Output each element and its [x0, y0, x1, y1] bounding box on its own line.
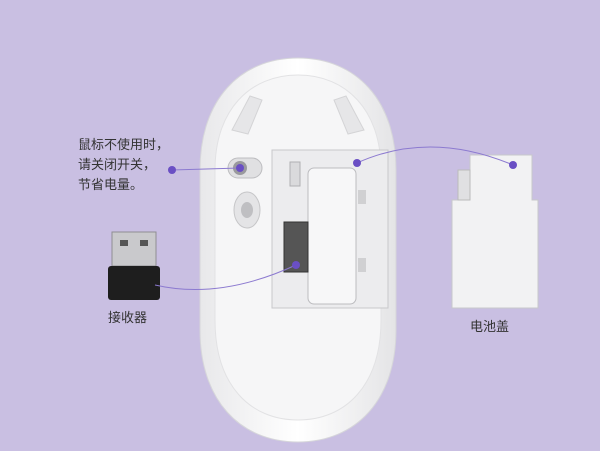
battery-compartment	[271, 149, 389, 309]
switch-note-line: 节省电量。	[78, 178, 144, 193]
switch-note-line: 请关闭开关，	[78, 158, 157, 173]
switch-note: 鼠标不使用时， 请关闭开关， 节省电量。	[78, 136, 169, 196]
leader-lines	[154, 146, 514, 290]
switch-note-line: 鼠标不使用时，	[78, 138, 170, 153]
receiver-label: 接收器	[108, 311, 148, 326]
usb-receiver	[108, 231, 160, 300]
annotation-dots	[168, 159, 517, 269]
battery-cover-label: 电池盖	[470, 320, 510, 335]
battery-cover	[451, 154, 539, 309]
optical-sensor	[233, 191, 261, 229]
